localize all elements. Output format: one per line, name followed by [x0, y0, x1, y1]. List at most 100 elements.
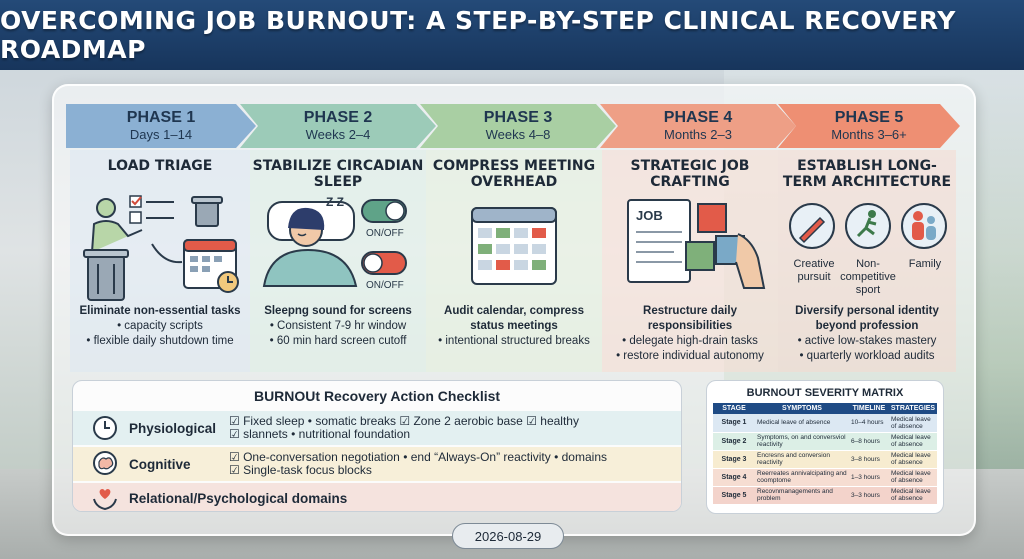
heart-hands-icon: [85, 482, 125, 511]
task-elimination-illustration: [70, 194, 250, 304]
matrix-row: Stage 1 Medical leave of absence 10–4 ho…: [713, 414, 937, 433]
matrix-header: STRATEGIES: [889, 403, 937, 414]
phase-4-description: Restructure daily responsibilities • del…: [606, 304, 774, 364]
brain-icon: [85, 448, 125, 480]
phase-2-arrow: PHASE 2 Weeks 2–4: [240, 104, 436, 148]
phase-4-label: PHASE 4: [663, 109, 733, 126]
phase-2-lead: Sleepng sound for screens: [264, 305, 412, 317]
phase-4-title: STRATEGIC JOB CRAFTING: [630, 158, 750, 190]
phase-5-span: Months 3–6+: [831, 127, 907, 142]
family-icon: [901, 203, 947, 249]
phase-1-arrow: PHASE 1 Days 1–14: [66, 104, 256, 148]
checklist-row-physiological: Physiological ☑ Fixed sleep • somatic br…: [73, 411, 681, 445]
checklist-row-relational: Relational/Psychological domains: [73, 482, 681, 511]
phase-2-description: Sleepng sound for screens • Consistent 7…: [254, 304, 422, 349]
matrix-table: STAGE SYMPTOMS TIMELINE STRATEGIES Stage…: [713, 403, 937, 505]
matrix-timeline: 6–8 hours: [849, 432, 889, 451]
hand-icon: [735, 233, 766, 289]
job-doc-label: JOB: [636, 208, 663, 223]
matrix-row: Stage 3 Encresns and conversion reactivi…: [713, 450, 937, 469]
phase-3-arrow: PHASE 3 Weeks 4–8: [420, 104, 616, 148]
phase-4-column: STRATEGIC JOB CRAFTING JOB Restructure d…: [602, 150, 778, 372]
matrix-strategies: Medical leave of absence: [889, 468, 937, 487]
phase-1-title: LOAD TRIAGE: [107, 158, 213, 174]
phase-4-bullet: • delegate high-drain tasks: [622, 335, 758, 347]
checklist-items: ☑ Fixed sleep • somatic breaks ☑ Zone 2 …: [229, 415, 681, 441]
toggle-off-icon: [361, 251, 407, 275]
phase-1-lead: Eliminate non-essential tasks: [79, 305, 241, 317]
phase-5-title: ESTABLISH LONG-TERM ARCHITECTURE: [782, 158, 952, 190]
phase-3-lead: Audit calendar, compress status meetings: [444, 305, 584, 332]
icon-caption: Family: [908, 258, 942, 270]
matrix-symptoms: Symptoms, on and conversviol reactivity: [755, 432, 849, 451]
phase-3-span: Weeks 4–8: [485, 127, 551, 142]
title-bar: OVERCOMING JOB BURNOUT: A STEP-BY-STEP C…: [0, 0, 1024, 70]
matrix-timeline: 3–3 hours: [849, 486, 889, 505]
checklist-line: ☑ One-conversation negotiation • end “Al…: [229, 450, 607, 464]
recovery-checklist: BURNOUt Recovery Action Checklist Physio…: [72, 380, 682, 512]
phase-2-title: STABILIZE CIRCADIAN SLEEP: [252, 158, 424, 190]
puzzle-icon: [685, 203, 745, 271]
matrix-timeline: 3–8 hours: [849, 450, 889, 469]
person-icon: [91, 198, 143, 253]
phase-4-bullet: • restore individual autonomy: [616, 350, 764, 362]
matrix-strategies: Medical leave of absence: [889, 450, 937, 469]
matrix-symptoms: Medical leave of absence: [755, 414, 849, 433]
arrow-icon: [151, 243, 183, 264]
phase-2-column: STABILIZE CIRCADIAN SLEEP Z Z ON/OFF ON/…: [250, 150, 426, 372]
phase-4-span: Months 2–3: [664, 127, 732, 142]
checklist-title: BURNOUt Recovery Action Checklist: [253, 388, 501, 404]
matrix-row: Stage 2 Symptoms, on and conversviol rea…: [713, 432, 937, 451]
phase-5-arrow: PHASE 5 Months 3–6+: [778, 104, 960, 148]
phase-5-bullet: • quarterly workload audits: [799, 350, 935, 362]
phase-5-description: Diversify personal identity beyond profe…: [782, 304, 952, 364]
phase-4-arrow: PHASE 4 Months 2–3: [600, 104, 796, 148]
matrix-stage: Stage 5: [713, 486, 755, 505]
phase-2-bullet: • Consistent 7-9 hr window: [269, 320, 407, 332]
phase-5-bullet: • active low-stakes mastery: [797, 335, 937, 347]
matrix-symptoms: Reerreates annivalcipating and coomptome: [755, 468, 849, 487]
phase-1-column: LOAD TRIAGE: [70, 150, 250, 372]
matrix-strategies: Medical leave of absence: [889, 486, 937, 505]
phase-1-bullet: • capacity scripts: [117, 320, 203, 332]
phase-3-bullet: • intentional structured breaks: [438, 335, 590, 347]
phase-3-label: PHASE 3: [483, 109, 553, 126]
clock-icon: [85, 412, 125, 444]
matrix-row: Stage 5 Recovnmanagements and problem 3–…: [713, 486, 937, 505]
checklist-line: ☑ Fixed sleep • somatic breaks ☑ Zone 2 …: [229, 414, 579, 428]
phase-2-bullet: • 60 min hard screen cutoff: [269, 335, 407, 347]
phase-1-description: Eliminate non-essential tasks • capacity…: [74, 304, 246, 349]
phase-4-lead: Restructure daily responsibilities: [643, 305, 737, 332]
matrix-stage: Stage 1: [713, 414, 755, 433]
sleep-illustration: Z Z ON/OFF ON/OFF: [250, 194, 426, 304]
phase-5-column: ESTABLISH LONG-TERM ARCHITECTURE Creativ…: [778, 150, 956, 372]
checklist-label: Physiological: [129, 420, 217, 436]
identity-icons: Creative pursuit Non-competitive sport F…: [778, 194, 956, 304]
phase-1-span: Days 1–14: [129, 127, 193, 142]
matrix-header: STAGE: [713, 403, 755, 414]
matrix-header: SYMPTOMS: [755, 403, 849, 414]
checklist-row-cognitive: Cognitive ☑ One-conversation negotiation…: [73, 447, 681, 481]
phase-3-description: Audit calendar, compress status meetings…: [430, 304, 598, 349]
matrix-stage: Stage 2: [713, 432, 755, 451]
phase-2-span: Weeks 2–4: [305, 127, 371, 142]
toggle-label: ON/OFF: [366, 280, 404, 291]
checklist-label: Relational/Psychological domains: [129, 490, 348, 506]
checklist-items: ☑ One-conversation negotiation • end “Al…: [229, 451, 681, 477]
checklist-label: Cognitive: [129, 456, 191, 472]
sleeping-person-icon: [262, 201, 358, 287]
job-document-icon: JOB: [627, 199, 691, 283]
matrix-row: Stage 4 Reerreates annivalcipating and c…: [713, 468, 937, 487]
matrix-stage: Stage 4: [713, 468, 755, 487]
sleep-z-text: Z Z: [326, 195, 344, 209]
checklist-icon: [129, 195, 174, 224]
severity-matrix: BURNOUT SEVERITY MATRIX STAGE SYMPTOMS T…: [706, 380, 944, 514]
matrix-strategies: Medical leave of absence: [889, 414, 937, 433]
small-trash-icon: [191, 196, 223, 227]
matrix-timeline: 1–3 hours: [849, 468, 889, 487]
date-badge: 2026-08-29: [452, 523, 564, 549]
calendar-grid-icon: [471, 207, 557, 285]
icon-caption: Creative pursuit: [793, 258, 835, 283]
toggle-on-icon: [361, 199, 407, 223]
matrix-strategies: Medical leave of absence: [889, 432, 937, 451]
